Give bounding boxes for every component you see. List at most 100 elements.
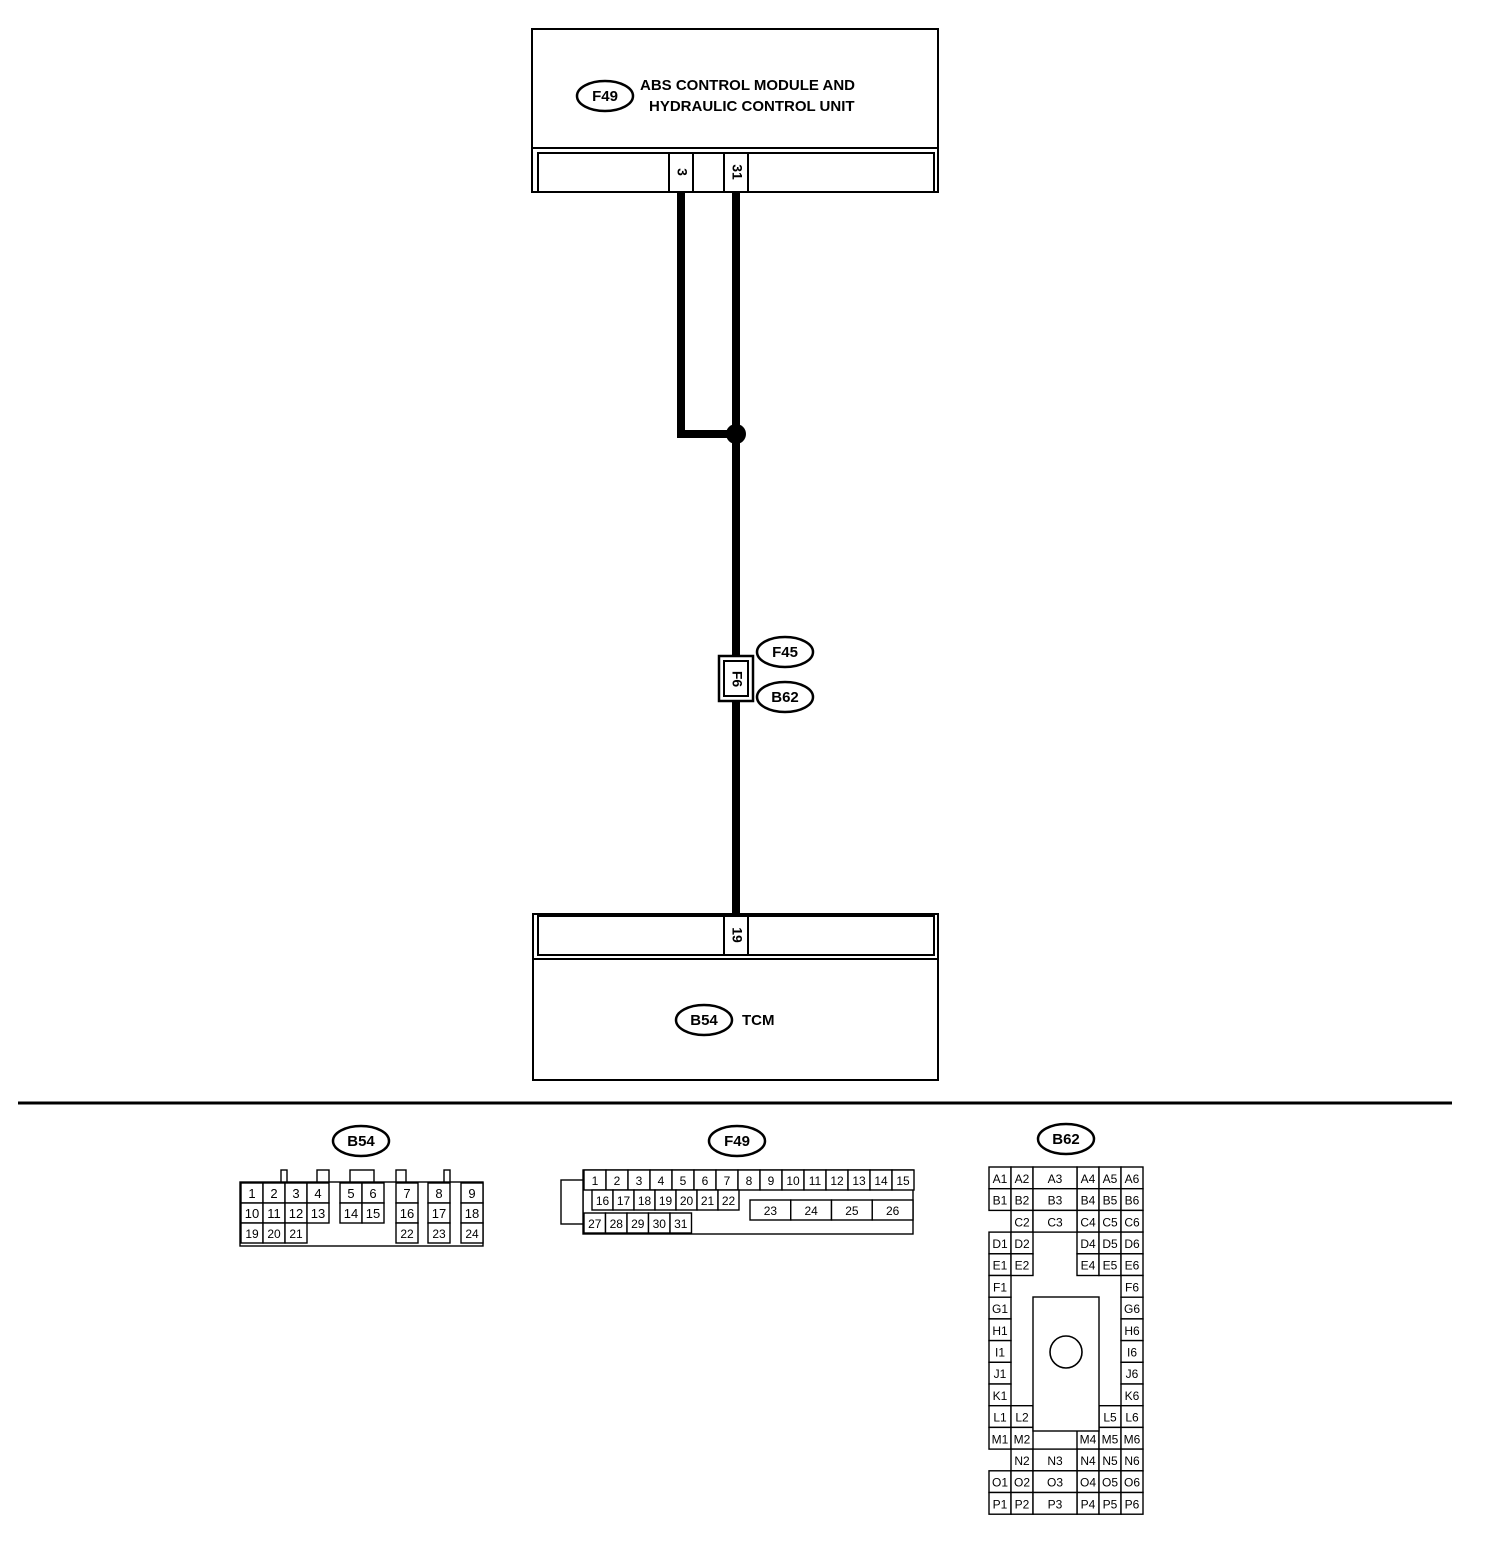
b62-pin-E2-cell bbox=[1010, 1253, 1034, 1277]
b54-view-oval bbox=[331, 1124, 391, 1158]
b62-pin-P4-label: P4 bbox=[1081, 1497, 1096, 1511]
f49-pin-6-label: 6 bbox=[702, 1174, 709, 1188]
f49-pin-13-label: 13 bbox=[852, 1174, 866, 1188]
b54-pin-3-label: 3 bbox=[292, 1186, 299, 1201]
b54-view-code: B54 bbox=[347, 1133, 375, 1150]
b62-pin-G6-label: G6 bbox=[1124, 1302, 1140, 1316]
f49-pin-25-label: 25 bbox=[845, 1204, 859, 1218]
f49-pin-7-label: 7 bbox=[724, 1174, 731, 1188]
b62-pin-N2-label: N2 bbox=[1014, 1454, 1030, 1468]
f49-pin-18-label: 18 bbox=[638, 1194, 652, 1208]
f49-pin-19-label: 19 bbox=[659, 1194, 673, 1208]
b62-pin-K1-label: K1 bbox=[993, 1389, 1008, 1403]
b54-pin-14-label: 14 bbox=[344, 1206, 358, 1221]
tcm-pin-19-label: 19 bbox=[729, 927, 745, 943]
f49-pin-28-label: 28 bbox=[610, 1217, 624, 1231]
f49-view-oval bbox=[707, 1124, 767, 1158]
b62-pin-J6-label: J6 bbox=[1126, 1367, 1139, 1381]
b62-pin-D5-label: D5 bbox=[1102, 1237, 1118, 1251]
f49-pin-4-label: 4 bbox=[658, 1174, 665, 1188]
f49-pin-26-label: 26 bbox=[886, 1204, 900, 1218]
b54-pin-22-label: 22 bbox=[400, 1227, 414, 1241]
b62-pin-C3-label: C3 bbox=[1047, 1215, 1063, 1229]
b54-pin-18-label: 18 bbox=[465, 1206, 479, 1221]
b62-pin-D2-label: D2 bbox=[1014, 1237, 1030, 1251]
b62-pin-M4-label: M4 bbox=[1080, 1432, 1097, 1446]
b62-pin-C3-cell bbox=[1032, 1209, 1078, 1233]
abs-title-line2: HYDRAULIC CONTROL UNIT bbox=[649, 98, 855, 115]
junction-inner bbox=[723, 660, 749, 697]
b62-pin-K6-label: K6 bbox=[1125, 1389, 1140, 1403]
b54-pin-8-label: 8 bbox=[435, 1186, 442, 1201]
b54-pin-23-label: 23 bbox=[432, 1227, 446, 1241]
b62-pin-E5-label: E5 bbox=[1103, 1259, 1118, 1273]
b62-pin-D1-label: D1 bbox=[992, 1237, 1008, 1251]
b62-pin-B2-label: B2 bbox=[1015, 1194, 1030, 1208]
harness-wires bbox=[677, 192, 746, 916]
f49-pin-31-label: 31 bbox=[674, 1217, 688, 1231]
f49-pin-20-label: 20 bbox=[680, 1194, 694, 1208]
tcm-code-label: B54 bbox=[690, 1012, 718, 1029]
b62-pin-P3-label: P3 bbox=[1048, 1497, 1063, 1511]
b54-pin-24-label: 24 bbox=[465, 1227, 479, 1241]
b54-pin-15-cell bbox=[361, 1202, 385, 1224]
b62-pin-A6-label: A6 bbox=[1125, 1172, 1140, 1186]
b62-pin-F6-label: F6 bbox=[1125, 1280, 1139, 1294]
junction-pin-label: F6 bbox=[729, 671, 745, 688]
abs-code-label: F49 bbox=[592, 88, 618, 105]
b62-pin-I1-label: I1 bbox=[995, 1345, 1005, 1359]
b54-pin-15-label: 15 bbox=[366, 1206, 380, 1221]
b54-pin-6-label: 6 bbox=[369, 1186, 376, 1201]
b62-pin-M6-label: M6 bbox=[1124, 1432, 1141, 1446]
b54-pin-20-label: 20 bbox=[267, 1227, 281, 1241]
b54-pin-22-cell bbox=[395, 1222, 419, 1244]
b62-pin-N4-label: N4 bbox=[1080, 1454, 1096, 1468]
b62-view-oval bbox=[1036, 1122, 1096, 1156]
b62-pin-M1-label: M1 bbox=[992, 1432, 1009, 1446]
b54-pin-24-cell bbox=[460, 1222, 484, 1244]
f49-pin-14-label: 14 bbox=[874, 1174, 888, 1188]
b62-pin-C4-label: C4 bbox=[1080, 1215, 1096, 1229]
b54-pin-19-label: 19 bbox=[245, 1227, 259, 1241]
f49-pin-31-cell bbox=[669, 1212, 693, 1234]
f49-pin-11-label: 11 bbox=[809, 1174, 822, 1188]
b62-pin-B5-label: B5 bbox=[1103, 1194, 1118, 1208]
b62-pin-A2-label: A2 bbox=[1015, 1172, 1030, 1186]
b62-pin-B6-label: B6 bbox=[1125, 1194, 1140, 1208]
b62-pin-P6-label: P6 bbox=[1125, 1497, 1140, 1511]
b54-pin-13-label: 13 bbox=[311, 1206, 325, 1221]
f49-pin-5-label: 5 bbox=[680, 1174, 687, 1188]
b62-pin-N6-label: N6 bbox=[1124, 1454, 1140, 1468]
b62-pin-P6-cell bbox=[1120, 1491, 1144, 1515]
tcm-module: 19 B54 TCM bbox=[532, 913, 939, 1081]
b54-pin-7-label: 7 bbox=[403, 1186, 410, 1201]
f49-pin-23-label: 23 bbox=[764, 1204, 778, 1218]
b62-pin-N5-label: N5 bbox=[1102, 1454, 1118, 1468]
junction-code-2: B62 bbox=[771, 689, 799, 706]
f49-pin-15-label: 15 bbox=[896, 1174, 910, 1188]
f49-pin-12-label: 12 bbox=[830, 1174, 844, 1188]
f49-pin-26-cell bbox=[871, 1199, 914, 1221]
f49-pin-30-label: 30 bbox=[653, 1217, 667, 1231]
b54-pin-11-label: 11 bbox=[267, 1206, 281, 1221]
b54-pin-17-label: 17 bbox=[432, 1206, 446, 1221]
b62-pin-H6-label: H6 bbox=[1124, 1324, 1140, 1338]
b62-pin-B3-label: B3 bbox=[1048, 1194, 1063, 1208]
f49-pin-9-label: 9 bbox=[768, 1174, 775, 1188]
b62-pin-O4-label: O4 bbox=[1080, 1476, 1096, 1490]
f49-pin-15-cell bbox=[891, 1169, 915, 1191]
abs-control-module: 3 31 F49 ABS CONTROL MODULE AND HYDRAULI… bbox=[531, 28, 939, 193]
b62-pin-A5-label: A5 bbox=[1103, 1172, 1118, 1186]
b62-pin-O1-label: O1 bbox=[992, 1476, 1008, 1490]
b62-pin-B1-label: B1 bbox=[993, 1194, 1008, 1208]
junction-code-oval-2 bbox=[755, 680, 815, 714]
b62-pin-E1-label: E1 bbox=[993, 1259, 1008, 1273]
f49-pin-10-label: 10 bbox=[786, 1174, 800, 1188]
b62-pin-C2-label: C2 bbox=[1014, 1215, 1030, 1229]
b62-pin-P5-label: P5 bbox=[1103, 1497, 1118, 1511]
f49-pin-22-label: 22 bbox=[722, 1194, 736, 1208]
b54-pin-9-label: 9 bbox=[468, 1186, 475, 1201]
f49-pin-24-label: 24 bbox=[804, 1204, 818, 1218]
b54-pin-1-label: 1 bbox=[248, 1186, 255, 1201]
